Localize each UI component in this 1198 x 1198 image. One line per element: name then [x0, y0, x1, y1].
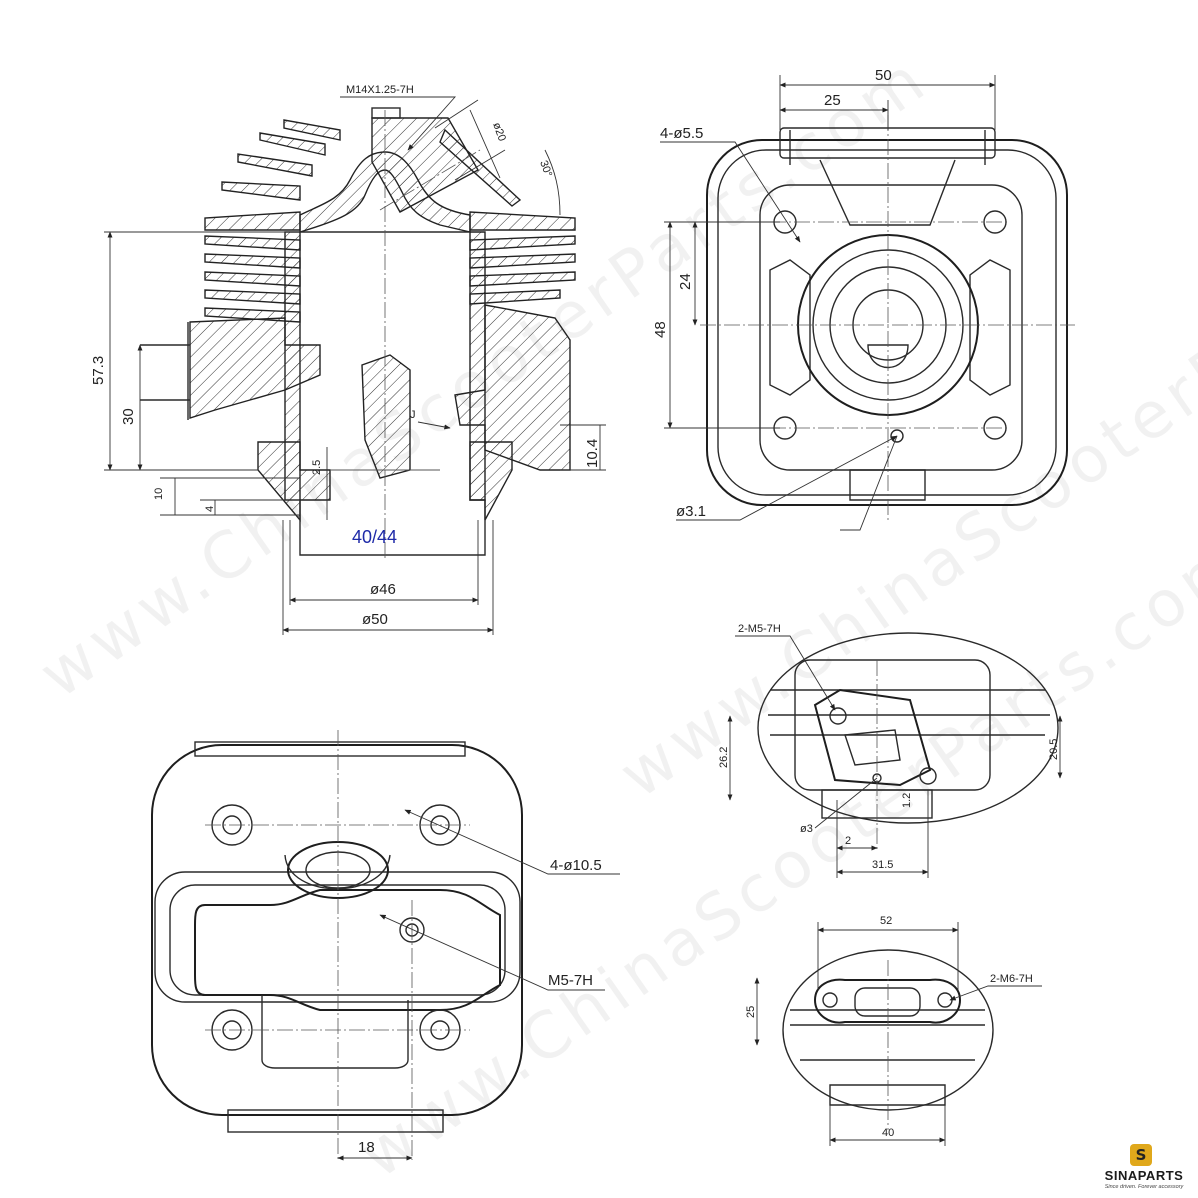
svg-text:M5-7H: M5-7H [548, 972, 593, 989]
svg-text:2-M6-7H: 2-M6-7H [990, 973, 1033, 985]
svg-text:ø46: ø46 [370, 581, 396, 598]
logo-tagline: Since driven. Forever accessory [1104, 1184, 1184, 1190]
svg-text:24: 24 [677, 273, 694, 290]
svg-text:4-ø5.5: 4-ø5.5 [660, 125, 703, 142]
svg-text:4: 4 [204, 506, 216, 512]
svg-text:2.5: 2.5 [311, 460, 323, 475]
svg-text:25: 25 [824, 92, 841, 109]
intake-port [189, 317, 321, 419]
brand-logo: S SINAPARTS Since driven. Forever access… [1096, 1138, 1192, 1194]
logo-name: SINAPARTS [1104, 1168, 1184, 1183]
svg-text:ø50: ø50 [362, 611, 388, 628]
svg-text:10.4: 10.4 [584, 439, 601, 468]
top-view: 50 25 4-ø5.5 48 24 ø3.1 [652, 67, 1075, 531]
svg-text:50: 50 [875, 67, 892, 84]
svg-text:J: J [410, 409, 416, 421]
svg-text:25: 25 [745, 1006, 757, 1018]
svg-text:18: 18 [358, 1139, 375, 1156]
logo-badge-icon: S [1130, 1144, 1152, 1166]
svg-text:48: 48 [652, 321, 669, 338]
svg-text:26.2: 26.2 [718, 747, 730, 768]
svg-text:2: 2 [845, 835, 851, 847]
svg-text:20.5: 20.5 [1048, 739, 1060, 760]
svg-text:www.ChinaScooterParts.com: www.ChinaScooterParts.com [347, 521, 1198, 1193]
svg-text:31.5: 31.5 [872, 859, 893, 871]
front-view: 4-ø10.5 M5-7H 18 [151, 730, 620, 1161]
intake-detail-view: 52 2-M6-7H 25 40 [745, 915, 1042, 1146]
exhaust-detail-view: 2-M5-7H 26.2 20.5 1.2 ø3 2 31.5 [718, 623, 1063, 878]
svg-text:40: 40 [882, 1127, 894, 1139]
svg-text:10: 10 [153, 488, 165, 500]
bore-label: 40/44 [352, 527, 397, 547]
svg-text:57.3: 57.3 [90, 356, 107, 385]
svg-text:ø20: ø20 [490, 121, 508, 143]
svg-text:M14X1.25-7H: M14X1.25-7H [346, 84, 414, 96]
svg-text:52: 52 [880, 915, 892, 927]
svg-text:1.2: 1.2 [901, 793, 913, 808]
section-view: M14X1.25-7H ø20 30° 57.3 30 10 4 2.5 10.… [90, 84, 606, 635]
svg-text:ø3: ø3 [800, 823, 813, 835]
svg-text:30: 30 [120, 408, 137, 425]
svg-text:ø3.1: ø3.1 [676, 503, 706, 520]
svg-text:4-ø10.5: 4-ø10.5 [550, 857, 602, 874]
cylinder-head [299, 151, 471, 233]
svg-text:30°: 30° [537, 159, 554, 179]
svg-text:2-M5-7H: 2-M5-7H [738, 623, 781, 635]
